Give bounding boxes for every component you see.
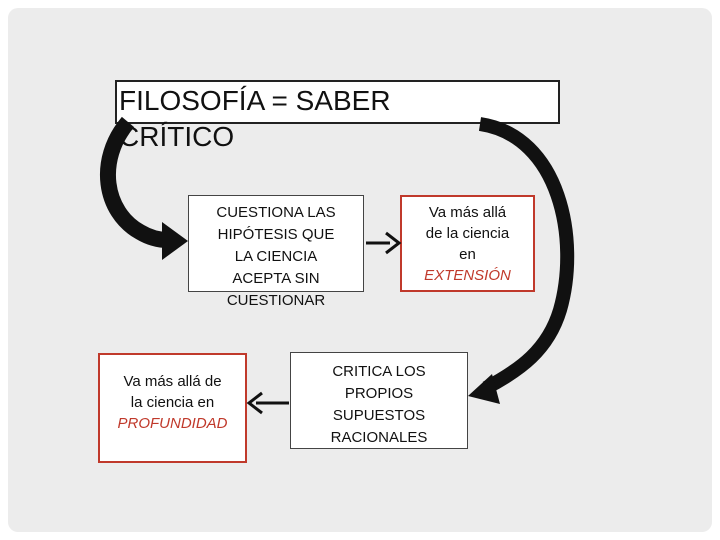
page-title: FILOSOFÍA = SABER CRÍTICO — [119, 85, 391, 152]
questions-hypotheses-box: CUESTIONA LAS HIPÓTESIS QUE LA CIENCIA A… — [188, 195, 364, 309]
extension-box: Va más allá de la ciencia en EXTENSIÓN — [400, 195, 535, 292]
box-line: LA CIENCIA — [234, 248, 318, 265]
box-line: RACIONALES — [330, 429, 428, 446]
box-line: SUPUESTOS — [332, 407, 426, 424]
box-line: ACEPTA SIN — [232, 270, 320, 287]
extension-emphasis: EXTENSIÓN — [424, 267, 511, 284]
box-line: la ciencia en — [130, 394, 215, 411]
depth-box: Va más allá de la ciencia en PROFUNDIDAD — [98, 353, 247, 463]
box-line: PROPIOS — [344, 385, 414, 402]
depth-emphasis: PROFUNDIDAD — [117, 415, 228, 432]
box-line: en — [459, 246, 476, 263]
box-line: CUESTIONAR — [226, 292, 326, 309]
critique-box: CRITICA LOS PROPIOS SUPUESTOS RACIONALES — [290, 352, 468, 449]
box-line: CRITICA LOS — [332, 363, 426, 380]
box-line: de la ciencia — [425, 225, 510, 242]
box-line: HIPÓTESIS QUE — [217, 226, 335, 243]
box-line: CUESTIONA LAS — [216, 204, 336, 221]
title-box — [115, 80, 560, 124]
box-line: Va más allá de — [123, 373, 222, 390]
box-line: Va más allá — [428, 204, 507, 221]
